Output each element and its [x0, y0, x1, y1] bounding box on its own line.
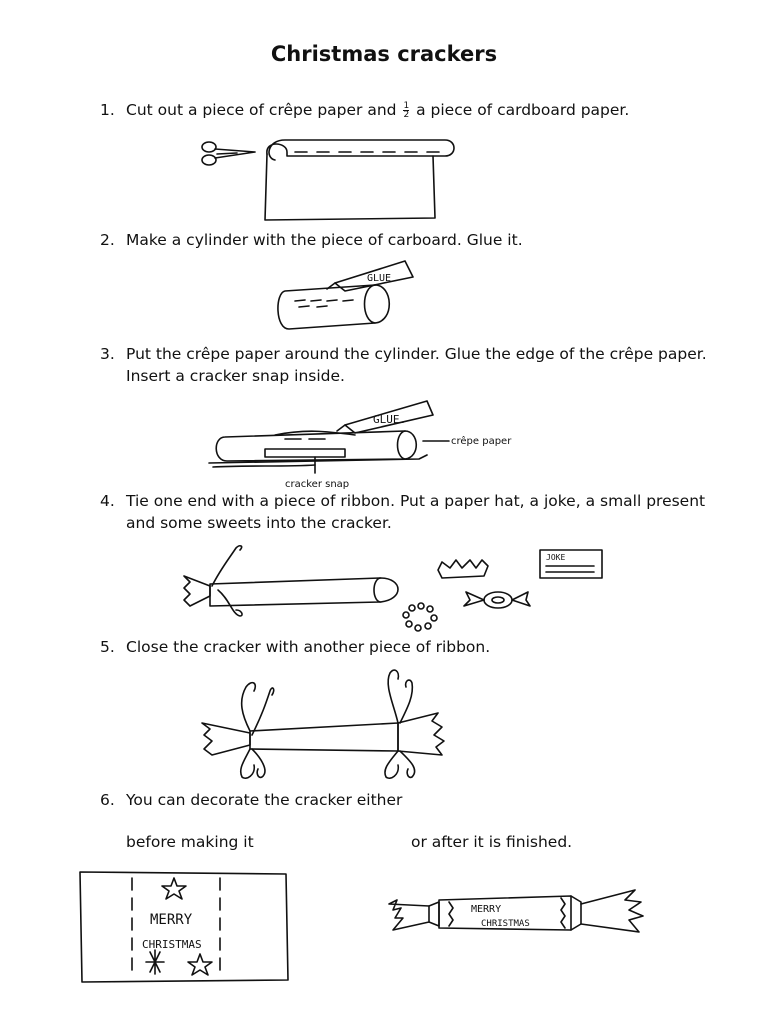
- fraction-numerator: 1: [403, 101, 410, 111]
- cracker-end-left: [201, 722, 251, 756]
- step-text-after: a piece of cardboard paper.: [416, 101, 630, 119]
- cylinder-end: [363, 284, 376, 324]
- step-6: 6. You can decorate the cracker either: [100, 789, 740, 811]
- bead: [405, 620, 413, 628]
- ribbon-left-top: [240, 681, 275, 736]
- glue-tube: [344, 400, 434, 434]
- bead: [402, 611, 410, 619]
- sweet-twist: [463, 591, 531, 607]
- merry-text: MERRY: [150, 912, 193, 928]
- fraction-denominator: 2: [403, 110, 410, 120]
- step-text: Close the cracker with another piece of …: [126, 638, 491, 656]
- step-4: 4. Tie one end with a piece of ribbon. Pu…: [100, 490, 740, 534]
- bead: [430, 614, 438, 622]
- bead: [414, 624, 422, 632]
- cracker-tube: [209, 577, 399, 607]
- step-text: You can decorate the cracker either: [126, 791, 403, 809]
- step-text: Tie one end with a piece of ribbon. Put …: [126, 492, 706, 510]
- star-icon: [187, 953, 213, 976]
- step-number: 3.: [100, 345, 115, 363]
- sweet-wrapper: [483, 591, 513, 609]
- glue-nozzle: [336, 424, 346, 432]
- paper-sheet: [264, 153, 436, 221]
- glue-line: [294, 299, 354, 308]
- step-5: 5. Close the cracker with another piece o…: [100, 636, 740, 658]
- option-after-label: or after it is finished.: [411, 833, 573, 851]
- paper-roll-top: [266, 139, 455, 161]
- ribbon-right-bottom: [384, 750, 416, 780]
- paper-sheet: [79, 871, 289, 983]
- half-tied-cracker-drawing: JOKE: [183, 545, 603, 632]
- crepe-paper-layer: [208, 454, 428, 468]
- step-text-line-2: and some sweets into the cracker.: [126, 514, 392, 532]
- christmas-text: CHRISTMAS: [481, 919, 530, 929]
- zigzag-border: [448, 897, 566, 929]
- step-number: 4.: [100, 492, 115, 510]
- glue-tube: [334, 260, 414, 292]
- step-text-line-2: Insert a cracker snap inside.: [126, 367, 345, 385]
- scissors-handle: [201, 154, 217, 166]
- scissors-blade: [214, 148, 256, 159]
- crepe-wrapped-cylinder-drawing: GLUE. crêpe paper cracker snap: [208, 400, 512, 490]
- bead: [408, 604, 416, 612]
- cracker-tube: [249, 722, 399, 752]
- ribbon-knot-right: [570, 895, 582, 931]
- step-number: 6.: [100, 791, 115, 809]
- cracker-open-end: [373, 577, 381, 603]
- scissors-and-paper-drawing: [201, 139, 455, 221]
- cracker-end-right: [580, 889, 644, 933]
- cracker-end: [183, 575, 211, 607]
- snowflake-icon: [145, 949, 165, 975]
- glue-label: GLUE: [367, 273, 391, 284]
- merry-text: MERRY: [471, 904, 501, 915]
- ribbon-left-bottom: [239, 748, 266, 780]
- sweet-center: [491, 596, 505, 604]
- cracker-snap: [264, 448, 346, 458]
- closed-cracker-drawing: [201, 669, 445, 780]
- star-icon: [161, 877, 187, 900]
- decorated-flat-paper-drawing: MERRY CHRISTMAS: [79, 871, 289, 983]
- scissors-handle: [201, 141, 217, 153]
- step-text: Make a cylinder with the piece of carboa…: [126, 231, 523, 249]
- paper-hat: [437, 559, 489, 579]
- step-number: 1.: [100, 101, 115, 119]
- cracker-end-right: [397, 712, 445, 756]
- ribbon-knot-left: [428, 901, 440, 927]
- step-number: 5.: [100, 638, 115, 656]
- joke-text-lines: [545, 565, 595, 573]
- step-text-before: Cut out a piece of crêpe paper and: [126, 101, 397, 119]
- cracker-end-left: [388, 899, 430, 931]
- ribbon: [211, 545, 243, 617]
- step-number: 2.: [100, 231, 115, 249]
- ribbon-right-top: [387, 669, 414, 724]
- bead: [424, 622, 432, 630]
- joke-card: [539, 549, 603, 579]
- cracker-snap-label: cracker snap: [285, 479, 349, 490]
- cardboard-cylinder-drawing: GLUE: [277, 260, 414, 330]
- cylinder-end: [396, 430, 406, 460]
- glue-label: GLUE.: [373, 413, 406, 426]
- page-title: Christmas crackers: [270, 42, 498, 66]
- step-3: 3. Put the crêpe paper around the cylinde…: [100, 343, 740, 387]
- crepe-edge: [274, 430, 356, 440]
- decorated-finished-cracker-drawing: MERRY CHRISTMAS: [388, 889, 644, 933]
- crepe-paper-label: crêpe paper: [451, 435, 512, 447]
- bead: [417, 602, 425, 610]
- joke-label: JOKE: [546, 553, 565, 562]
- step-2: 2. Make a cylinder with the piece of carb…: [100, 229, 740, 251]
- step-text: Put the crêpe paper around the cylinder.…: [126, 345, 707, 363]
- option-before-label: before making it: [126, 833, 254, 851]
- christmas-text: CHRISTMAS: [142, 938, 202, 951]
- bead: [426, 605, 434, 613]
